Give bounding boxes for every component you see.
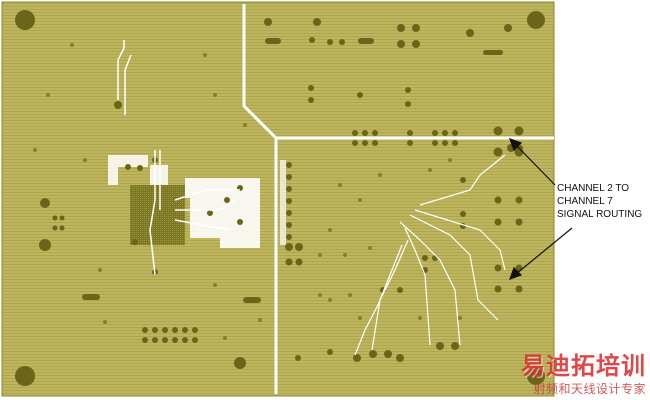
left-component-cluster xyxy=(33,40,262,343)
plane-split-lines xyxy=(242,4,554,394)
annotation-line-1: CHANNEL 2 TO xyxy=(557,183,630,194)
lower-right-components xyxy=(280,144,524,362)
annotation-line-2: CHANNEL 7 xyxy=(557,196,613,207)
watermark-subtitle: 射频和天线设计专家 xyxy=(533,382,646,396)
channel-routing-annotation: CHANNEL 2 TO CHANNEL 7 SIGNAL ROUTING xyxy=(557,182,649,221)
callout-arrows xyxy=(508,137,573,281)
watermark-logo: 易迪拓培训 射频和天线设计专家 xyxy=(492,346,650,400)
watermark-title: 易迪拓培训 xyxy=(521,352,646,380)
upper-right-components xyxy=(264,18,524,146)
annotation-line-3: SIGNAL ROUTING xyxy=(557,209,643,220)
mounting-holes xyxy=(15,10,545,386)
pcb-board xyxy=(1,1,555,397)
